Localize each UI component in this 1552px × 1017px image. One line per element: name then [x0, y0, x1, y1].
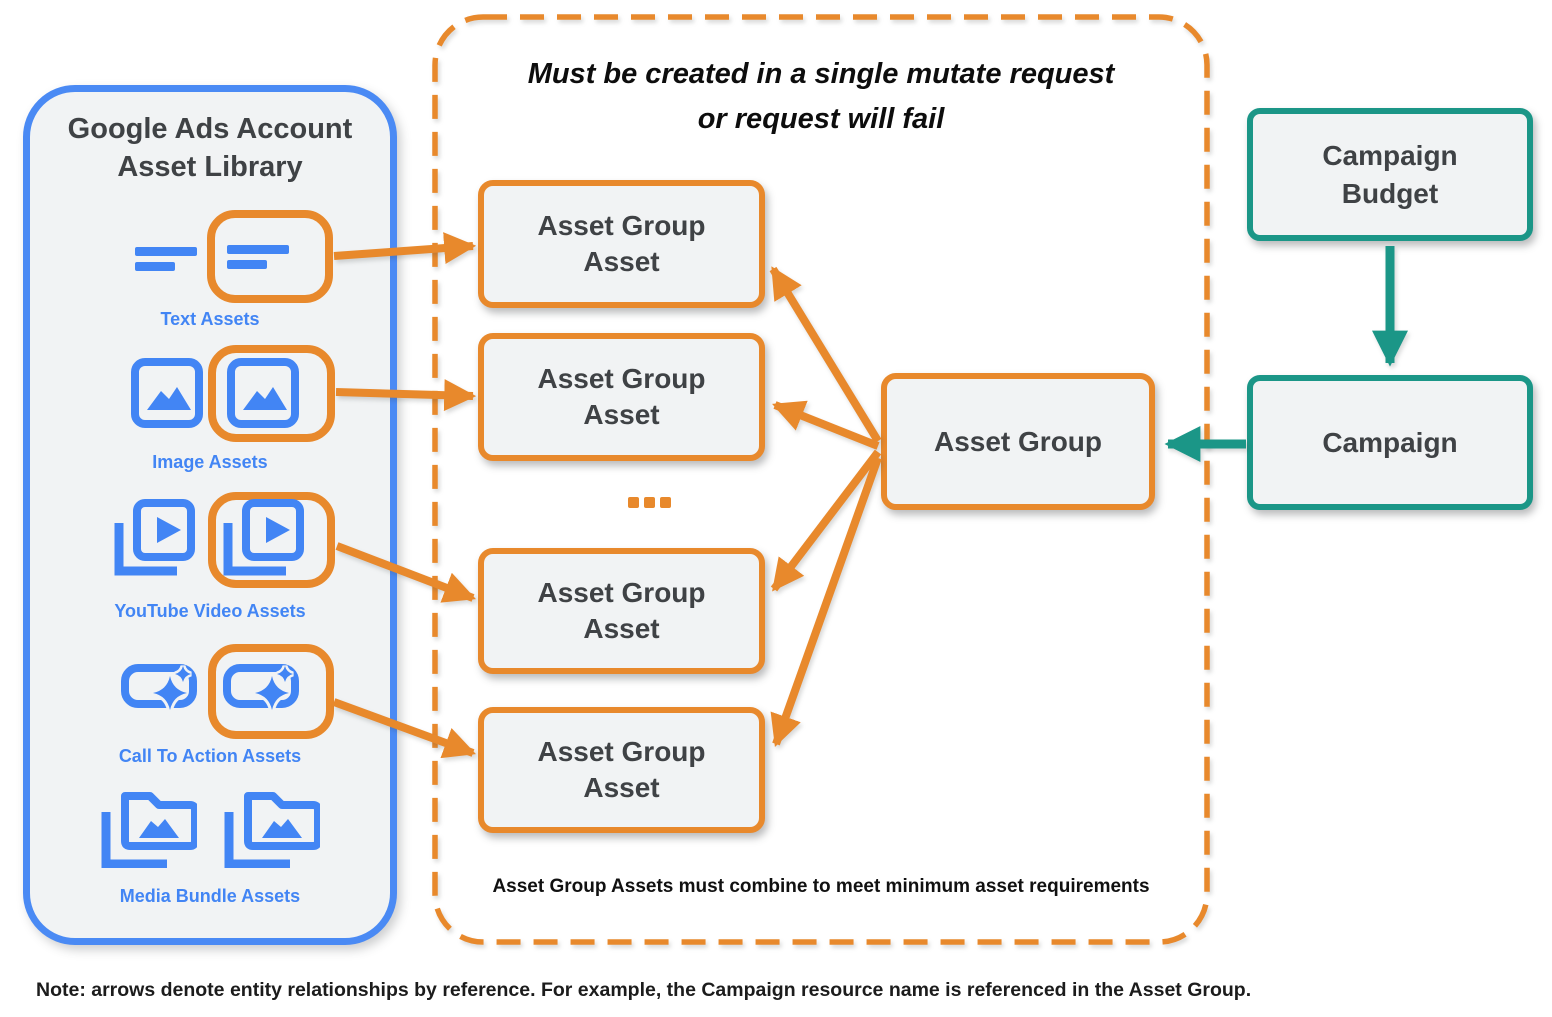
campaign-budget-box: Campaign Budget	[1247, 108, 1533, 241]
minimum-requirements-note: Asset Group Assets must combine to meet …	[492, 876, 1150, 897]
mutate-request-title: Must be created in a single mutate reque…	[527, 58, 1115, 135]
asset-group-box: Asset Group	[881, 373, 1155, 510]
arrow-asset-group-to-aga-4	[770, 456, 882, 748]
media-bundle-asset-icon	[101, 792, 197, 868]
text-asset-icon	[227, 245, 289, 269]
text-asset-icon	[135, 247, 197, 271]
youtube-asset-highlight-frame	[208, 492, 335, 588]
call-to-action-asset-icon	[223, 664, 299, 711]
asset-group-asset-box: Asset Group Asset	[478, 333, 765, 461]
asset-group-asset-box: Asset Group Asset	[478, 707, 765, 833]
text-asset-highlight-frame	[207, 210, 333, 303]
cta-assets-label: Call To Action Assets	[118, 746, 302, 766]
arrow-asset-group-to-aga-1	[769, 266, 882, 444]
footnote: Note: arrows denote entity relationships…	[36, 979, 1252, 1001]
youtube-assets-label: YouTube Video Assets	[114, 601, 306, 621]
campaign-box: Campaign	[1247, 375, 1533, 510]
arrow-asset-group-to-aga-2	[772, 400, 880, 450]
youtube-video-asset-icon	[114, 499, 195, 576]
image-asset-icon	[227, 358, 299, 428]
image-asset-icon	[131, 358, 203, 428]
image-asset-highlight-frame	[208, 345, 335, 442]
cta-asset-highlight-frame	[208, 644, 334, 739]
asset-library-title: Google Ads Account Asset Library	[67, 113, 353, 183]
media-bundle-asset-icon	[224, 792, 320, 868]
asset-group-asset-box: Asset Group Asset	[478, 180, 765, 308]
arrow-asset-group-to-aga-3	[770, 449, 882, 592]
youtube-video-asset-icon	[223, 499, 304, 576]
text-assets-label: Text Assets	[160, 309, 260, 329]
asset-group-asset-box: Asset Group Asset	[478, 548, 765, 674]
call-to-action-asset-icon	[121, 664, 197, 711]
media-bundle-assets-label: Media Bundle Assets	[119, 886, 301, 906]
image-assets-label: Image Assets	[152, 452, 268, 472]
ellipsis: ...	[628, 497, 671, 508]
